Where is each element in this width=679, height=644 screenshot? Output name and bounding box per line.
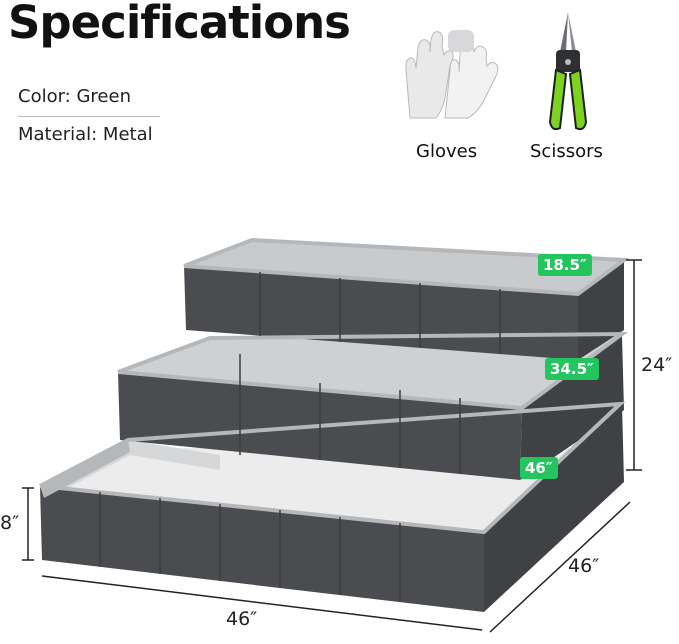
tier-height-label: 8″ <box>0 512 20 534</box>
spec-material: Material: Metal <box>18 124 153 145</box>
gloves-icon <box>405 30 499 119</box>
spec-color: Color: Green <box>18 86 131 107</box>
gloves-label: Gloves <box>416 141 478 162</box>
depth-label: 46″ <box>568 555 600 577</box>
middle-tier-width-badge: 34.5″ <box>545 358 599 380</box>
total-height-label: 24″ <box>641 354 673 376</box>
raised-bed-illustration <box>39 237 630 612</box>
spec-divider <box>18 116 160 117</box>
dimension-lines <box>22 259 642 633</box>
scissors-icon <box>548 12 588 131</box>
width-label: 46″ <box>226 608 258 630</box>
page-title: Specifications <box>8 0 351 49</box>
bottom-tier-width-badge: 46″ <box>520 457 558 479</box>
scissors-label: Scissors <box>530 141 603 162</box>
top-tier-width-badge: 18.5″ <box>538 254 592 276</box>
